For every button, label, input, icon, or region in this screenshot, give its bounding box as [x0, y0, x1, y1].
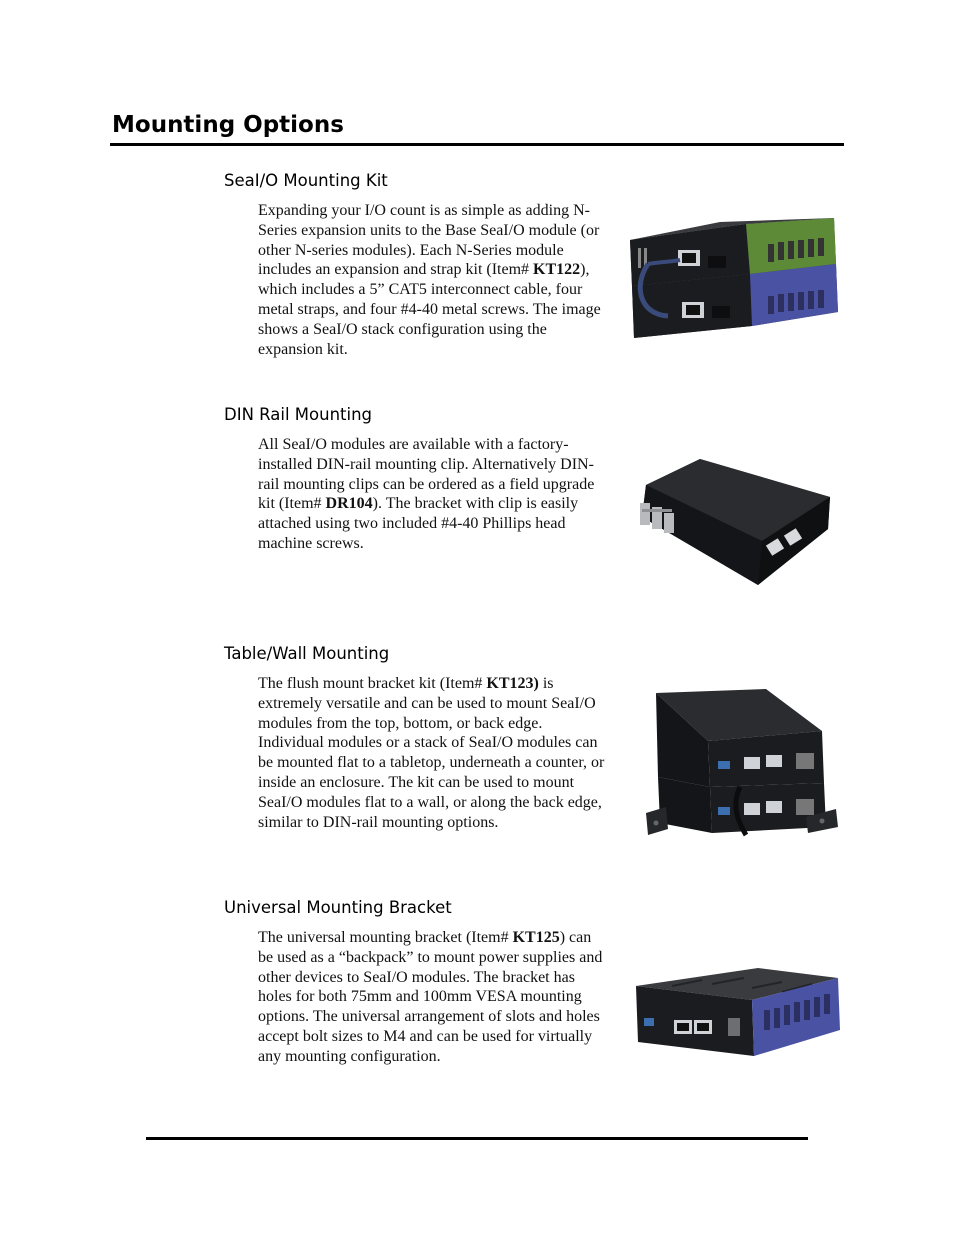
body-text: ) can be used as a “backpack” to mount p…: [258, 929, 603, 1065]
body-text: Expanding your I/O count is as simple as…: [258, 202, 600, 279]
body-text: The universal mounting bracket (Item#: [258, 929, 513, 946]
stacked-seaio-modules-photo: [628, 204, 842, 342]
body-text: ). The bracket with clip is easily attac…: [258, 495, 579, 552]
section-body-mounting-kit: Expanding your I/O count is as simple as…: [258, 201, 610, 359]
section-body-din-rail: All SeaI/O modules are available with a …: [258, 435, 610, 554]
section-heading-table-wall: Table/Wall Mounting: [224, 644, 390, 663]
footer-rule: [146, 1137, 808, 1140]
page-title: Mounting Options: [112, 112, 344, 138]
din-rail-module-photo: [640, 457, 836, 589]
item-number: KT123): [486, 675, 539, 692]
section-body-table-wall: The flush mount bracket kit (Item# KT123…: [258, 674, 610, 832]
body-text: All SeaI/O modules are available with a …: [258, 436, 595, 513]
section-heading-universal-bracket: Universal Mounting Bracket: [224, 898, 452, 917]
item-number: DR104: [325, 495, 373, 513]
body-text: The flush mount bracket kit (Item#: [258, 675, 487, 692]
item-number: KT122: [533, 261, 581, 279]
section-heading-din-rail: DIN Rail Mounting: [224, 405, 373, 424]
section-body-universal-bracket: The universal mounting bracket (Item# KT…: [258, 928, 610, 1067]
title-rule: [110, 143, 844, 146]
universal-bracket-photo: [632, 958, 842, 1064]
body-text: is extremely versatile and can be used t…: [258, 675, 605, 831]
body-text: ), which includes a 5” CAT5 interconnect…: [258, 261, 601, 358]
flush-mount-bracket-photo: [646, 687, 840, 837]
item-number: KT125: [512, 929, 560, 946]
section-heading-mounting-kit: SeaI/O Mounting Kit: [224, 171, 388, 190]
